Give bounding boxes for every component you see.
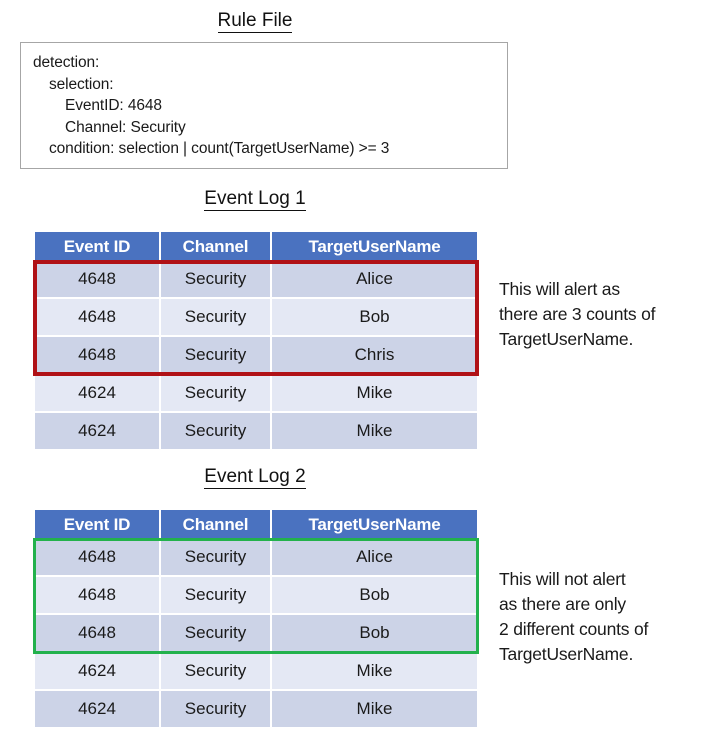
table-row: 4648 Security Chris <box>35 337 477 375</box>
event-log-2-title-text: Event Log 2 <box>204 466 306 489</box>
rule-line: EventID: 4648 <box>65 97 162 114</box>
annotation-line: as there are only <box>499 594 626 614</box>
table-row: 4648 Security Bob <box>35 577 477 615</box>
cell-channel: Security <box>161 539 272 577</box>
column-header-target-user-name: TargetUserName <box>272 232 477 261</box>
table-row: 4624 Security Mike <box>35 653 477 691</box>
cell-target-user-name: Bob <box>272 615 477 653</box>
cell-channel: Security <box>161 615 272 653</box>
table-row: 4648 Security Alice <box>35 261 477 299</box>
cell-target-user-name: Bob <box>272 299 477 337</box>
table-row: 4648 Security Bob <box>35 615 477 653</box>
cell-event-id: 4624 <box>35 413 161 449</box>
table-header-row: Event ID Channel TargetUserName <box>35 510 477 539</box>
annotation-line: 2 different counts of <box>499 619 649 639</box>
event-log-1-annotation: This will alert as there are 3 counts of… <box>499 277 722 352</box>
annotation-line: This will alert as <box>499 279 620 299</box>
table-row: 4624 Security Mike <box>35 375 477 413</box>
cell-channel: Security <box>161 653 272 691</box>
cell-channel: Security <box>161 337 272 375</box>
column-header-event-id: Event ID <box>35 510 161 539</box>
cell-event-id: 4648 <box>35 337 161 375</box>
cell-channel: Security <box>161 299 272 337</box>
table-row: 4648 Security Bob <box>35 299 477 337</box>
table-row: 4648 Security Alice <box>35 539 477 577</box>
column-header-channel: Channel <box>161 510 272 539</box>
rule-line: Channel: Security <box>65 118 186 136</box>
cell-event-id: 4648 <box>35 261 161 299</box>
cell-target-user-name: Alice <box>272 261 477 299</box>
cell-event-id: 4648 <box>35 539 161 577</box>
rule-line: detection: <box>33 54 100 71</box>
cell-channel: Security <box>161 413 272 449</box>
cell-event-id: 4648 <box>35 299 161 337</box>
annotation-line: This will not alert <box>499 569 626 589</box>
rule-file-box: detection: selection: EventID: 4648 Chan… <box>20 42 508 169</box>
table-row: 4624 Security Mike <box>35 413 477 449</box>
cell-target-user-name: Mike <box>272 375 477 413</box>
cell-channel: Security <box>161 375 272 413</box>
cell-event-id: 4648 <box>35 577 161 615</box>
event-log-2-table: Event ID Channel TargetUserName 4648 Sec… <box>35 510 477 727</box>
table-header-row: Event ID Channel TargetUserName <box>35 232 477 261</box>
cell-channel: Security <box>161 691 272 727</box>
annotation-line: TargetUserName. <box>499 329 634 349</box>
column-header-target-user-name: TargetUserName <box>272 510 477 539</box>
cell-event-id: 4624 <box>35 691 161 727</box>
rule-file-title-text: Rule File <box>217 10 293 33</box>
event-log-1-title-text: Event Log 1 <box>204 188 306 211</box>
cell-target-user-name: Chris <box>272 337 477 375</box>
cell-event-id: 4624 <box>35 653 161 691</box>
cell-target-user-name: Mike <box>272 413 477 449</box>
cell-channel: Security <box>161 261 272 299</box>
event-log-1-table: Event ID Channel TargetUserName 4648 Sec… <box>35 232 477 449</box>
column-header-channel: Channel <box>161 232 272 261</box>
cell-target-user-name: Bob <box>272 577 477 615</box>
cell-event-id: 4624 <box>35 375 161 413</box>
annotation-line: there are 3 counts of <box>499 304 656 324</box>
rule-line: condition: selection | count(TargetUserN… <box>49 140 390 157</box>
column-header-event-id: Event ID <box>35 232 161 261</box>
cell-target-user-name: Mike <box>272 653 477 691</box>
event-log-2-title: Event Log 2 <box>0 466 510 489</box>
event-log-1-title: Event Log 1 <box>0 188 510 211</box>
event-log-2-annotation: This will not alert as there are only 2 … <box>499 567 722 667</box>
cell-channel: Security <box>161 577 272 615</box>
cell-target-user-name: Alice <box>272 539 477 577</box>
rule-file-title: Rule File <box>0 10 510 33</box>
rule-line: selection: <box>49 75 114 93</box>
annotation-line: TargetUserName. <box>499 644 634 664</box>
cell-event-id: 4648 <box>35 615 161 653</box>
table-row: 4624 Security Mike <box>35 691 477 727</box>
cell-target-user-name: Mike <box>272 691 477 727</box>
